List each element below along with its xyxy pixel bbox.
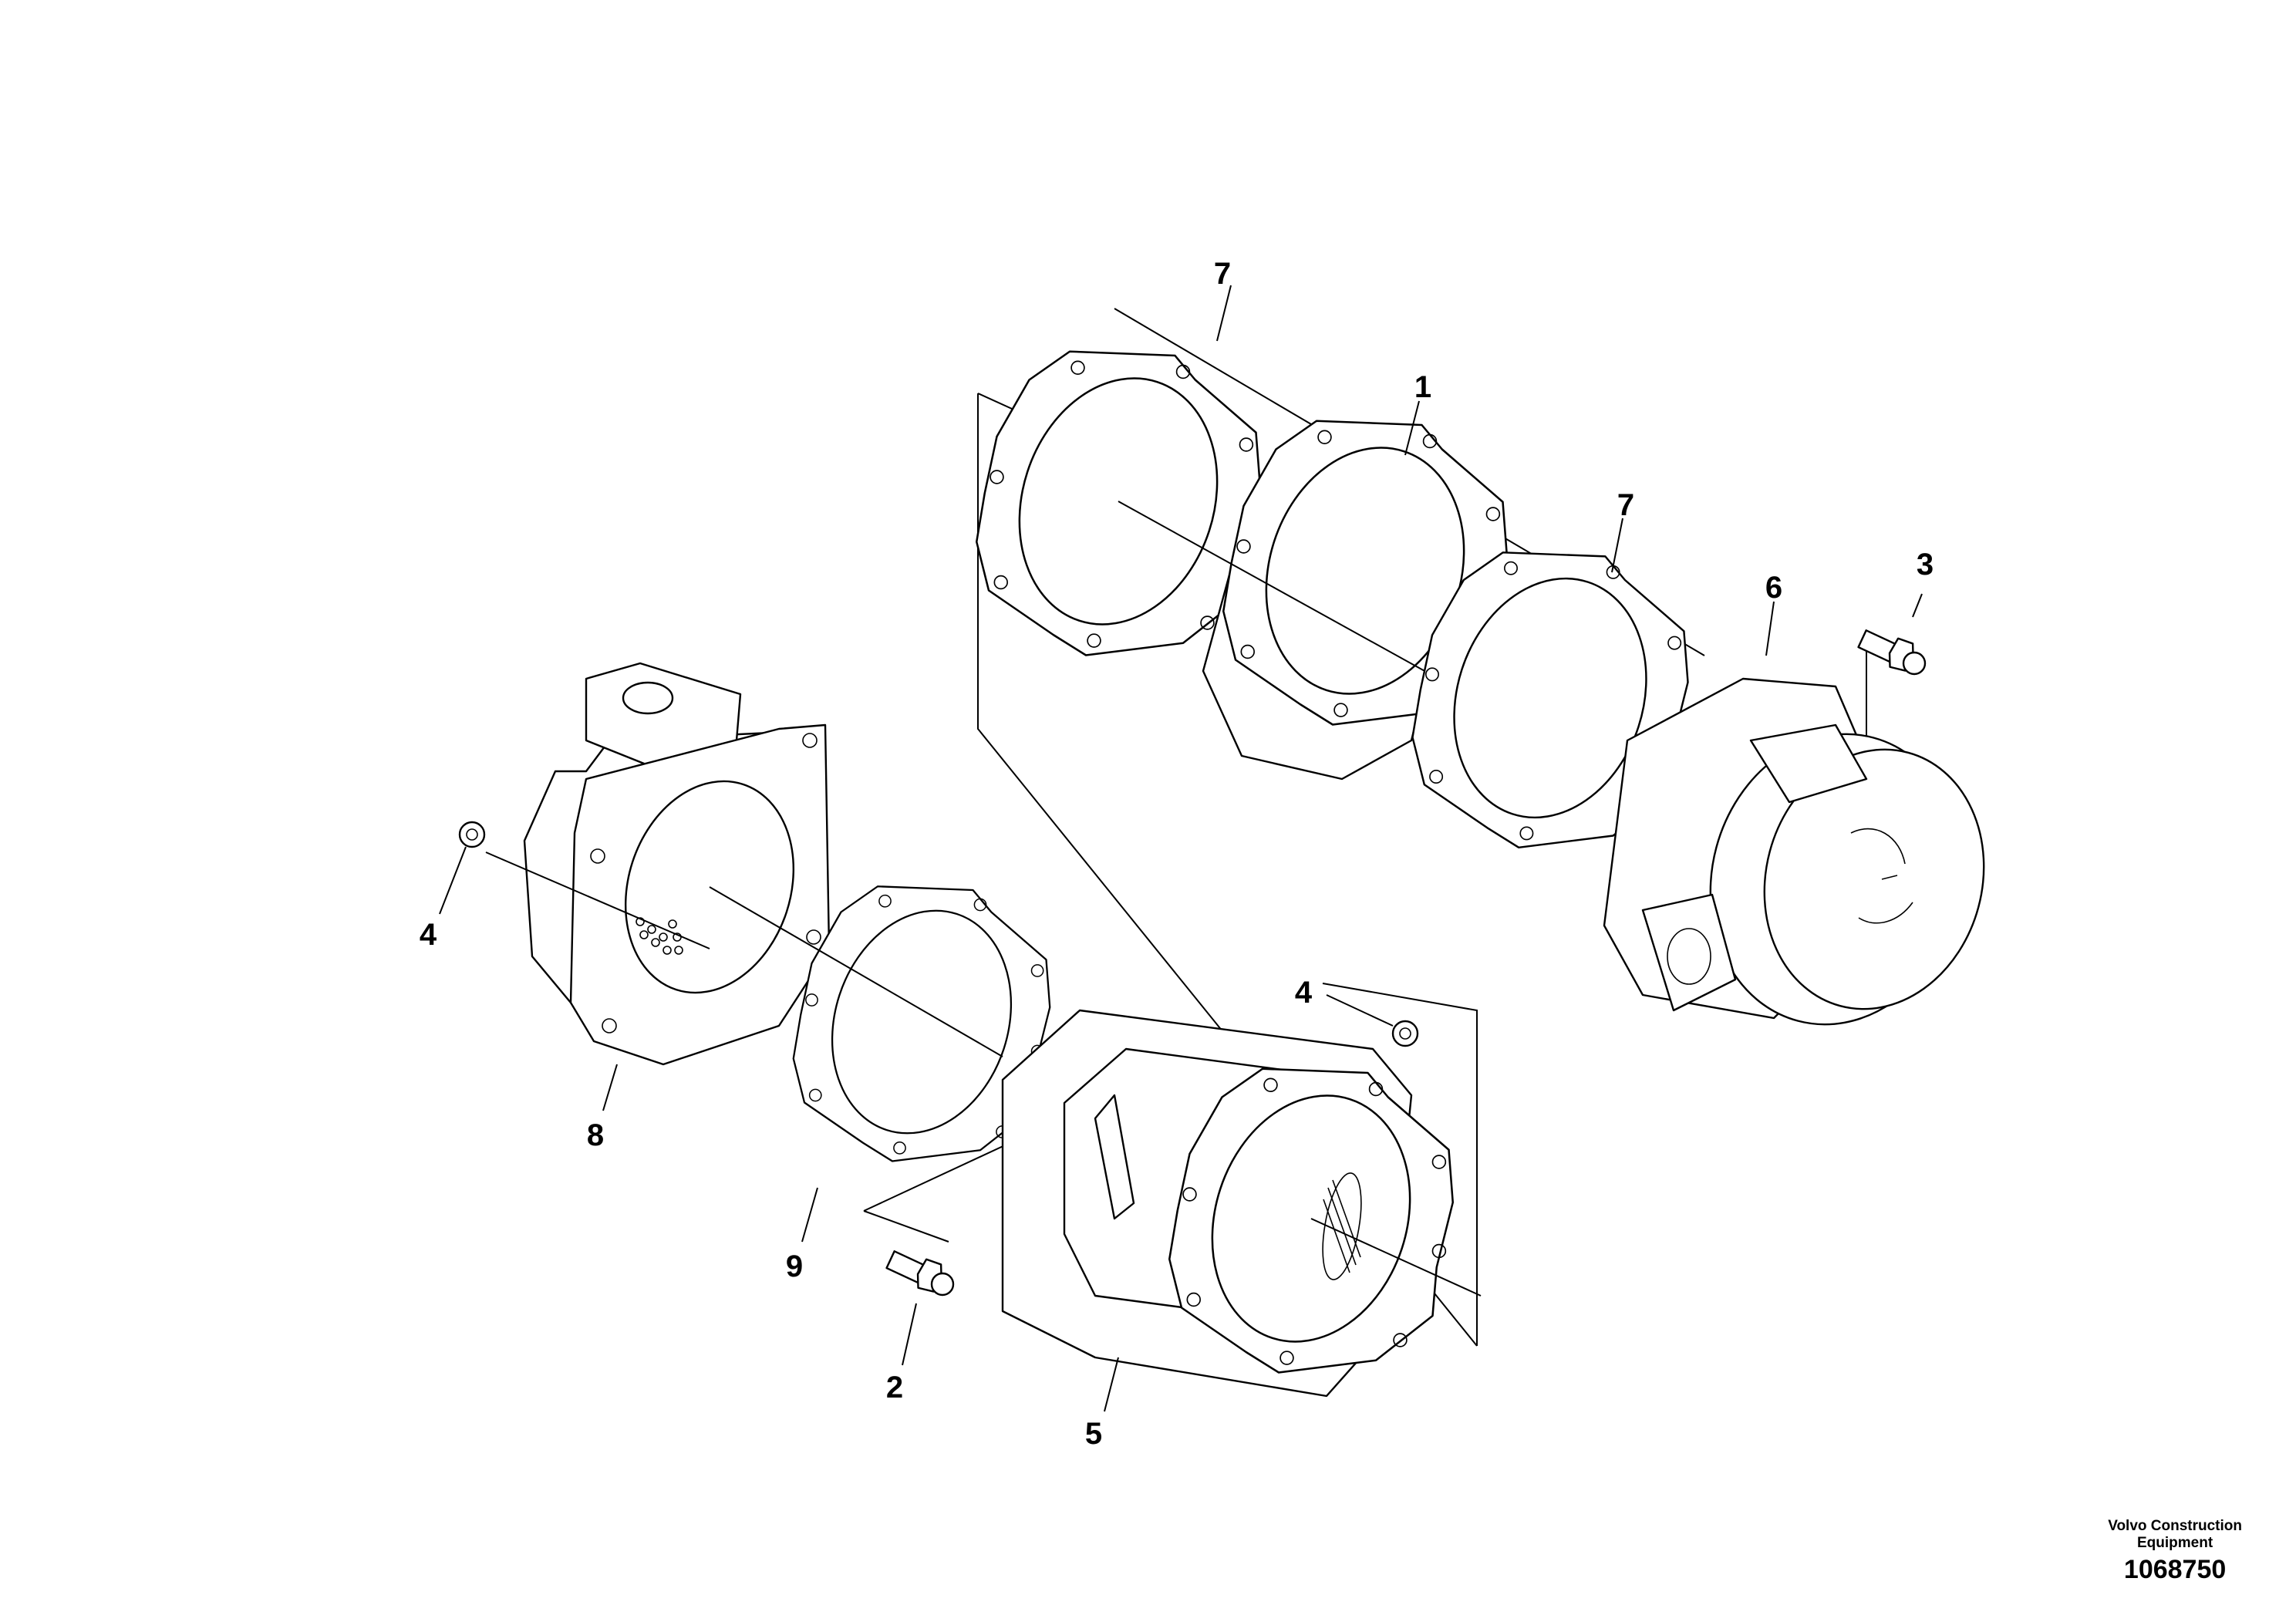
callout-label-2: 2 <box>886 1371 903 1404</box>
brand-name-line1: Volvo Construction <box>2108 1518 2242 1534</box>
perforation-dots <box>636 917 683 955</box>
callout-label-1: 1 <box>1414 370 1431 404</box>
callout-leaders <box>439 285 1923 1412</box>
callout-label-4-left: 4 <box>420 918 437 952</box>
callout-label-7-upper: 7 <box>1214 257 1231 291</box>
callout-label-3: 3 <box>1917 548 1934 582</box>
nut-part-4-left <box>458 821 486 848</box>
callout-label-6: 6 <box>1765 571 1782 605</box>
callout-label-8: 8 <box>587 1118 604 1152</box>
filter-mesh <box>1322 1172 1362 1280</box>
callout-label-5: 5 <box>1085 1417 1102 1451</box>
inlet-housing-part-8 <box>485 662 831 1066</box>
footer-brand-block: Volvo Construction Equipment 1068750 <box>2108 1518 2242 1585</box>
callout-labels: 7 1 7 3 6 4 4 8 9 2 5 <box>420 257 1934 1451</box>
nut-part-4-right <box>1391 1020 1419 1047</box>
bolt-part-3 <box>1857 629 1927 676</box>
callout-label-4-right: 4 <box>1295 976 1313 1010</box>
callout-label-9: 9 <box>786 1249 803 1283</box>
bolt-part-2 <box>885 1250 955 1297</box>
document-number: 1068750 <box>2123 1555 2227 1584</box>
gasket-part-7-upper <box>975 350 1262 656</box>
filter-body-part-5 <box>1001 1009 1482 1398</box>
callout-label-7-middle: 7 <box>1617 488 1634 522</box>
catalyst-assembly-part-6 <box>1603 677 1985 1026</box>
brand-name-line2: Equipment <box>2137 1535 2213 1551</box>
gasket-part-9 <box>709 885 1051 1162</box>
